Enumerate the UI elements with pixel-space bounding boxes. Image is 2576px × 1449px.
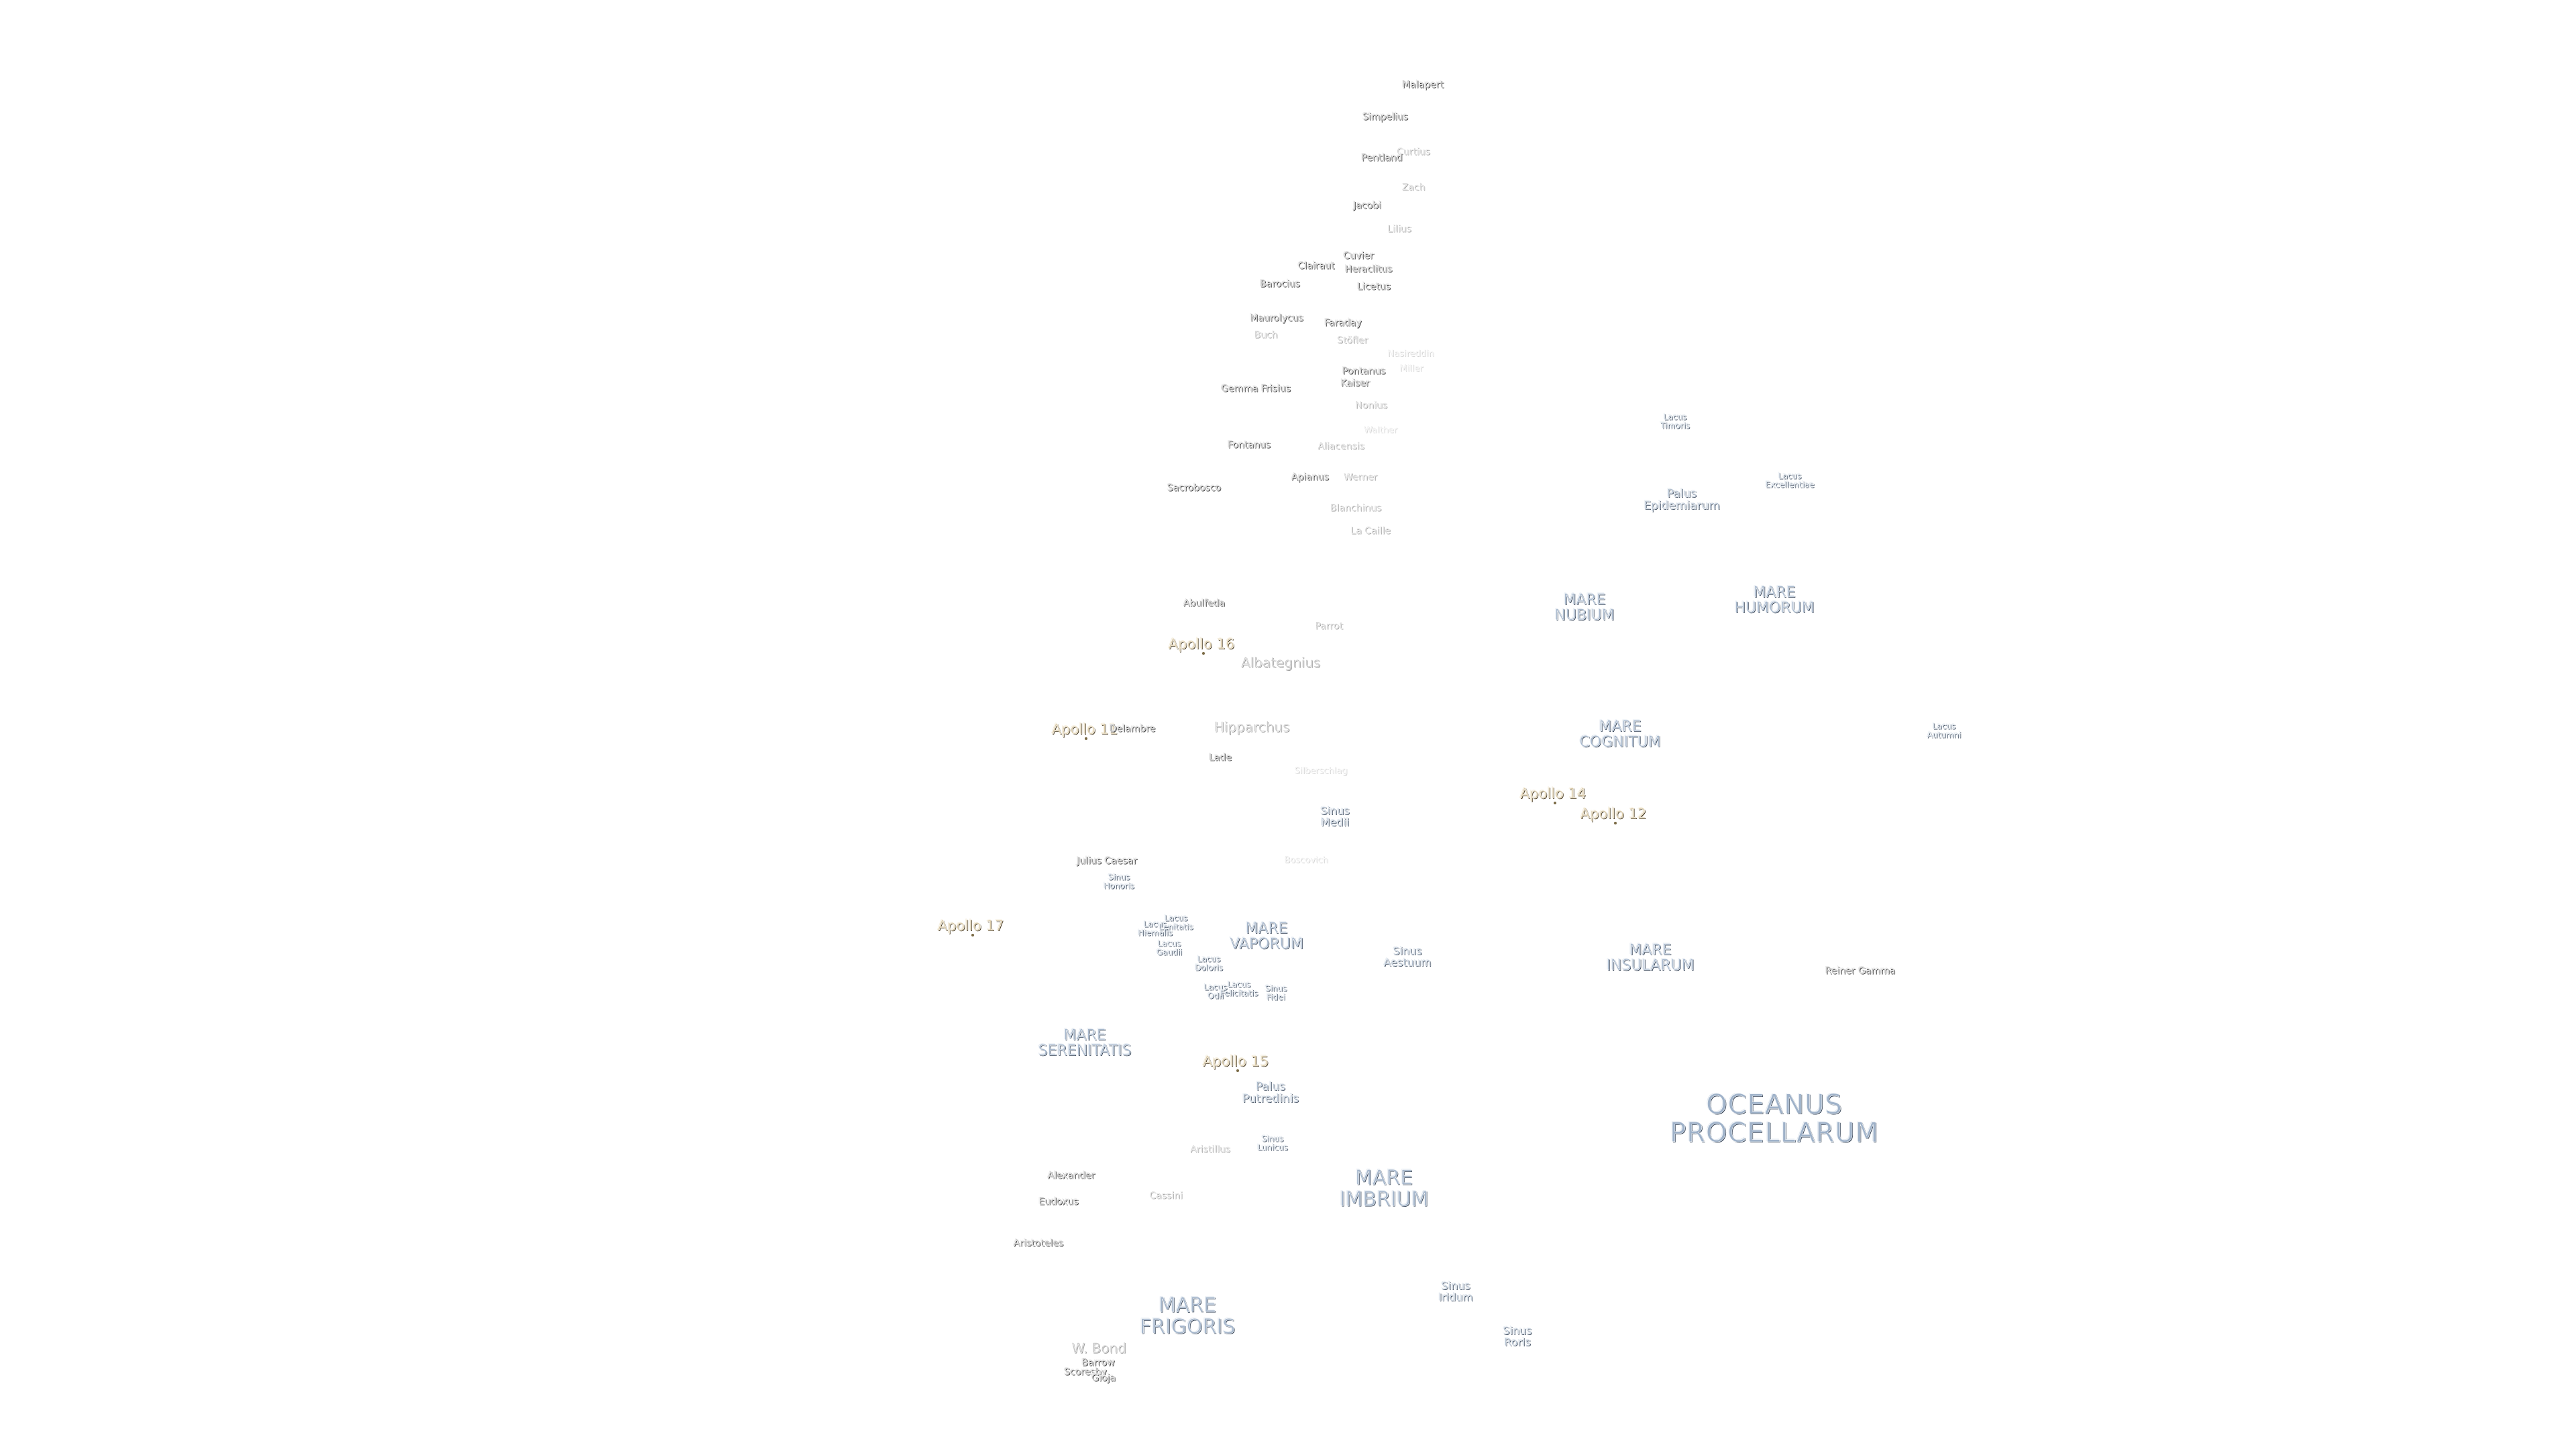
map-label-boscovich[interactable]: Boscovich [1284,855,1328,866]
map-label-sinus-iridum[interactable]: Sinus Iridum [1438,1279,1473,1303]
map-label-mare-humorum[interactable]: MARE HUMORUM [1734,584,1815,616]
map-label-stofler[interactable]: Stöfler [1336,335,1368,346]
map-label-palus-epidemiarum[interactable]: Palus Epidemiarum [1644,487,1720,513]
map-label-eudoxus[interactable]: Eudoxus [1038,1196,1079,1208]
map-label-mare-imbrium[interactable]: MARE IMBRIUM [1339,1166,1429,1211]
apollo-14-site-marker [1554,802,1556,804]
map-label-apollo-12[interactable]: Apollo 12 [1580,805,1647,822]
map-label-sinus-aestuum[interactable]: Sinus Aestuum [1383,945,1432,969]
apollo-17-site-marker [971,934,974,936]
map-label-nasireddin[interactable]: Nasireddin [1387,349,1434,360]
map-label-barocius[interactable]: Barocius [1260,278,1301,290]
map-label-lacus-lenitatis[interactable]: Lacus Lenitatis [1159,913,1193,931]
map-label-barrow[interactable]: Barrow [1081,1357,1115,1368]
map-label-oceanus-procellarum[interactable]: OCEANUS PROCELLARUM [1669,1089,1880,1148]
map-label-mare-insularum[interactable]: MARE INSULARUM [1606,941,1695,974]
map-label-julius-caesar[interactable]: Julius Caesar [1077,855,1138,867]
map-label-malapert[interactable]: Malapert [1402,79,1444,91]
map-label-pentland[interactable]: Pentland [1361,152,1403,164]
map-label-sinus-roris[interactable]: Sinus Roris [1503,1324,1532,1348]
apollo-12-site-marker [1614,822,1617,824]
map-label-maurolycus[interactable]: Maurolycus [1250,313,1303,324]
map-label-albategnius[interactable]: Albategnius [1240,654,1321,671]
map-label-lade[interactable]: Lade [1209,752,1232,763]
map-label-sinus-honoris[interactable]: Sinus Honoris [1104,872,1134,890]
map-label-sinus-medii[interactable]: Sinus Medii [1320,804,1350,828]
map-label-delambre[interactable]: Delambre [1109,723,1156,735]
map-label-licetus[interactable]: Licetus [1357,281,1391,292]
map-label-sinus-fidei[interactable]: Sinus Fidei [1265,983,1287,1002]
apollo-16-site-marker [1202,652,1205,655]
map-label-reiner-gamma[interactable]: Reiner Gamma [1825,965,1896,977]
map-label-pontanus[interactable]: Pontanus [1342,366,1386,377]
map-label-aristoteles[interactable]: Aristoteles [1013,1238,1064,1249]
map-label-apollo-15[interactable]: Apollo 15 [1202,1053,1269,1069]
map-label-fontanus[interactable]: Fontanus [1227,439,1271,451]
map-label-kaiser[interactable]: Kaiser [1340,378,1370,389]
map-label-walther[interactable]: Walther [1363,425,1398,436]
map-label-aristillus[interactable]: Aristillus [1190,1144,1230,1155]
map-label-clairaut[interactable]: Clairaut [1297,260,1335,272]
map-label-lacus-timoris[interactable]: Lacus Timoris [1660,412,1690,430]
map-label-abulfeda[interactable]: Abulfeda [1183,598,1226,609]
map-label-lacus-odii[interactable]: Lacus Odii [1203,982,1228,1000]
map-label-gioja[interactable]: Gioja [1091,1373,1116,1384]
map-label-silberschlag[interactable]: Silberschlag [1294,766,1348,777]
map-label-apianus[interactable]: Apianus [1291,472,1330,483]
map-label-mare-frigoris[interactable]: MARE FRIGORIS [1139,1293,1236,1338]
apollo-11-site-marker [1085,737,1087,740]
map-label-mare-vaporum[interactable]: MARE VAPORUM [1230,920,1303,953]
map-label-w-bond[interactable]: W. Bond [1071,1340,1126,1356]
map-label-lacus-excellentiae[interactable]: Lacus Excellentiae [1765,471,1815,489]
map-label-alexander[interactable]: Alexander [1047,1170,1095,1181]
map-label-blanchinus[interactable]: Blanchinus [1330,502,1382,514]
map-label-apollo-11[interactable]: Apollo 11 [1051,720,1118,737]
map-label-sacrobosco[interactable]: Sacrobosco [1167,482,1222,494]
map-label-lacus-doloris[interactable]: Lacus Doloris [1195,954,1223,972]
map-label-heraclitus[interactable]: Heraclitus [1344,264,1393,275]
map-label-aliacensis[interactable]: Aliacensis [1318,441,1364,452]
apollo-15-site-marker [1236,1069,1239,1072]
map-label-werner[interactable]: Werner [1343,472,1378,483]
map-label-gemma-frisius[interactable]: Gemma Frisius [1221,383,1291,394]
map-label-la-caille[interactable]: La Caille [1350,525,1391,537]
map-label-cuvier[interactable]: Cuvier [1343,250,1374,262]
map-label-miller[interactable]: Miller [1399,364,1424,374]
map-label-scoresby[interactable]: Scoresby [1064,1366,1107,1378]
map-label-apollo-17[interactable]: Apollo 17 [937,917,1004,934]
map-label-simpelius[interactable]: Simpelius [1362,111,1408,123]
map-label-mare-cognitum[interactable]: MARE COGNITUM [1579,718,1661,751]
map-label-lacus-autumni[interactable]: Lacus Autumni [1927,721,1962,739]
map-label-lilius[interactable]: Lilius [1387,223,1411,235]
map-label-jacobi[interactable]: Jacobi [1353,200,1381,211]
map-label-faraday[interactable]: Faraday [1324,317,1362,329]
map-label-parrot[interactable]: Parrot [1315,621,1343,632]
map-label-lacus-felicitatis[interactable]: Lacus Felicitatis [1220,979,1258,998]
map-label-buch[interactable]: Buch [1254,329,1278,341]
map-label-nonius[interactable]: Nonius [1355,400,1388,411]
map-label-zach[interactable]: Zach [1401,182,1426,193]
map-label-sinus-lunicus[interactable]: Sinus Lunicus [1257,1134,1288,1152]
map-label-lacus-hiemalis[interactable]: Lacus Hiemalis [1138,919,1173,937]
map-label-cassini[interactable]: Cassini [1149,1190,1183,1201]
map-label-curtius[interactable]: Curtius [1397,146,1431,158]
map-label-mare-nubium[interactable]: MARE NUBIUM [1554,591,1615,624]
map-label-apollo-16[interactable]: Apollo 16 [1168,635,1235,652]
map-label-palus-putredinis[interactable]: Palus Putredinis [1242,1080,1299,1106]
map-label-mare-serenitatis[interactable]: MARE SERENITATIS [1038,1026,1132,1059]
map-label-hipparchus[interactable]: Hipparchus [1214,718,1290,735]
map-label-lacus-gaudii[interactable]: Lacus Gaudii [1156,938,1183,957]
map-label-apollo-14[interactable]: Apollo 14 [1519,785,1587,802]
